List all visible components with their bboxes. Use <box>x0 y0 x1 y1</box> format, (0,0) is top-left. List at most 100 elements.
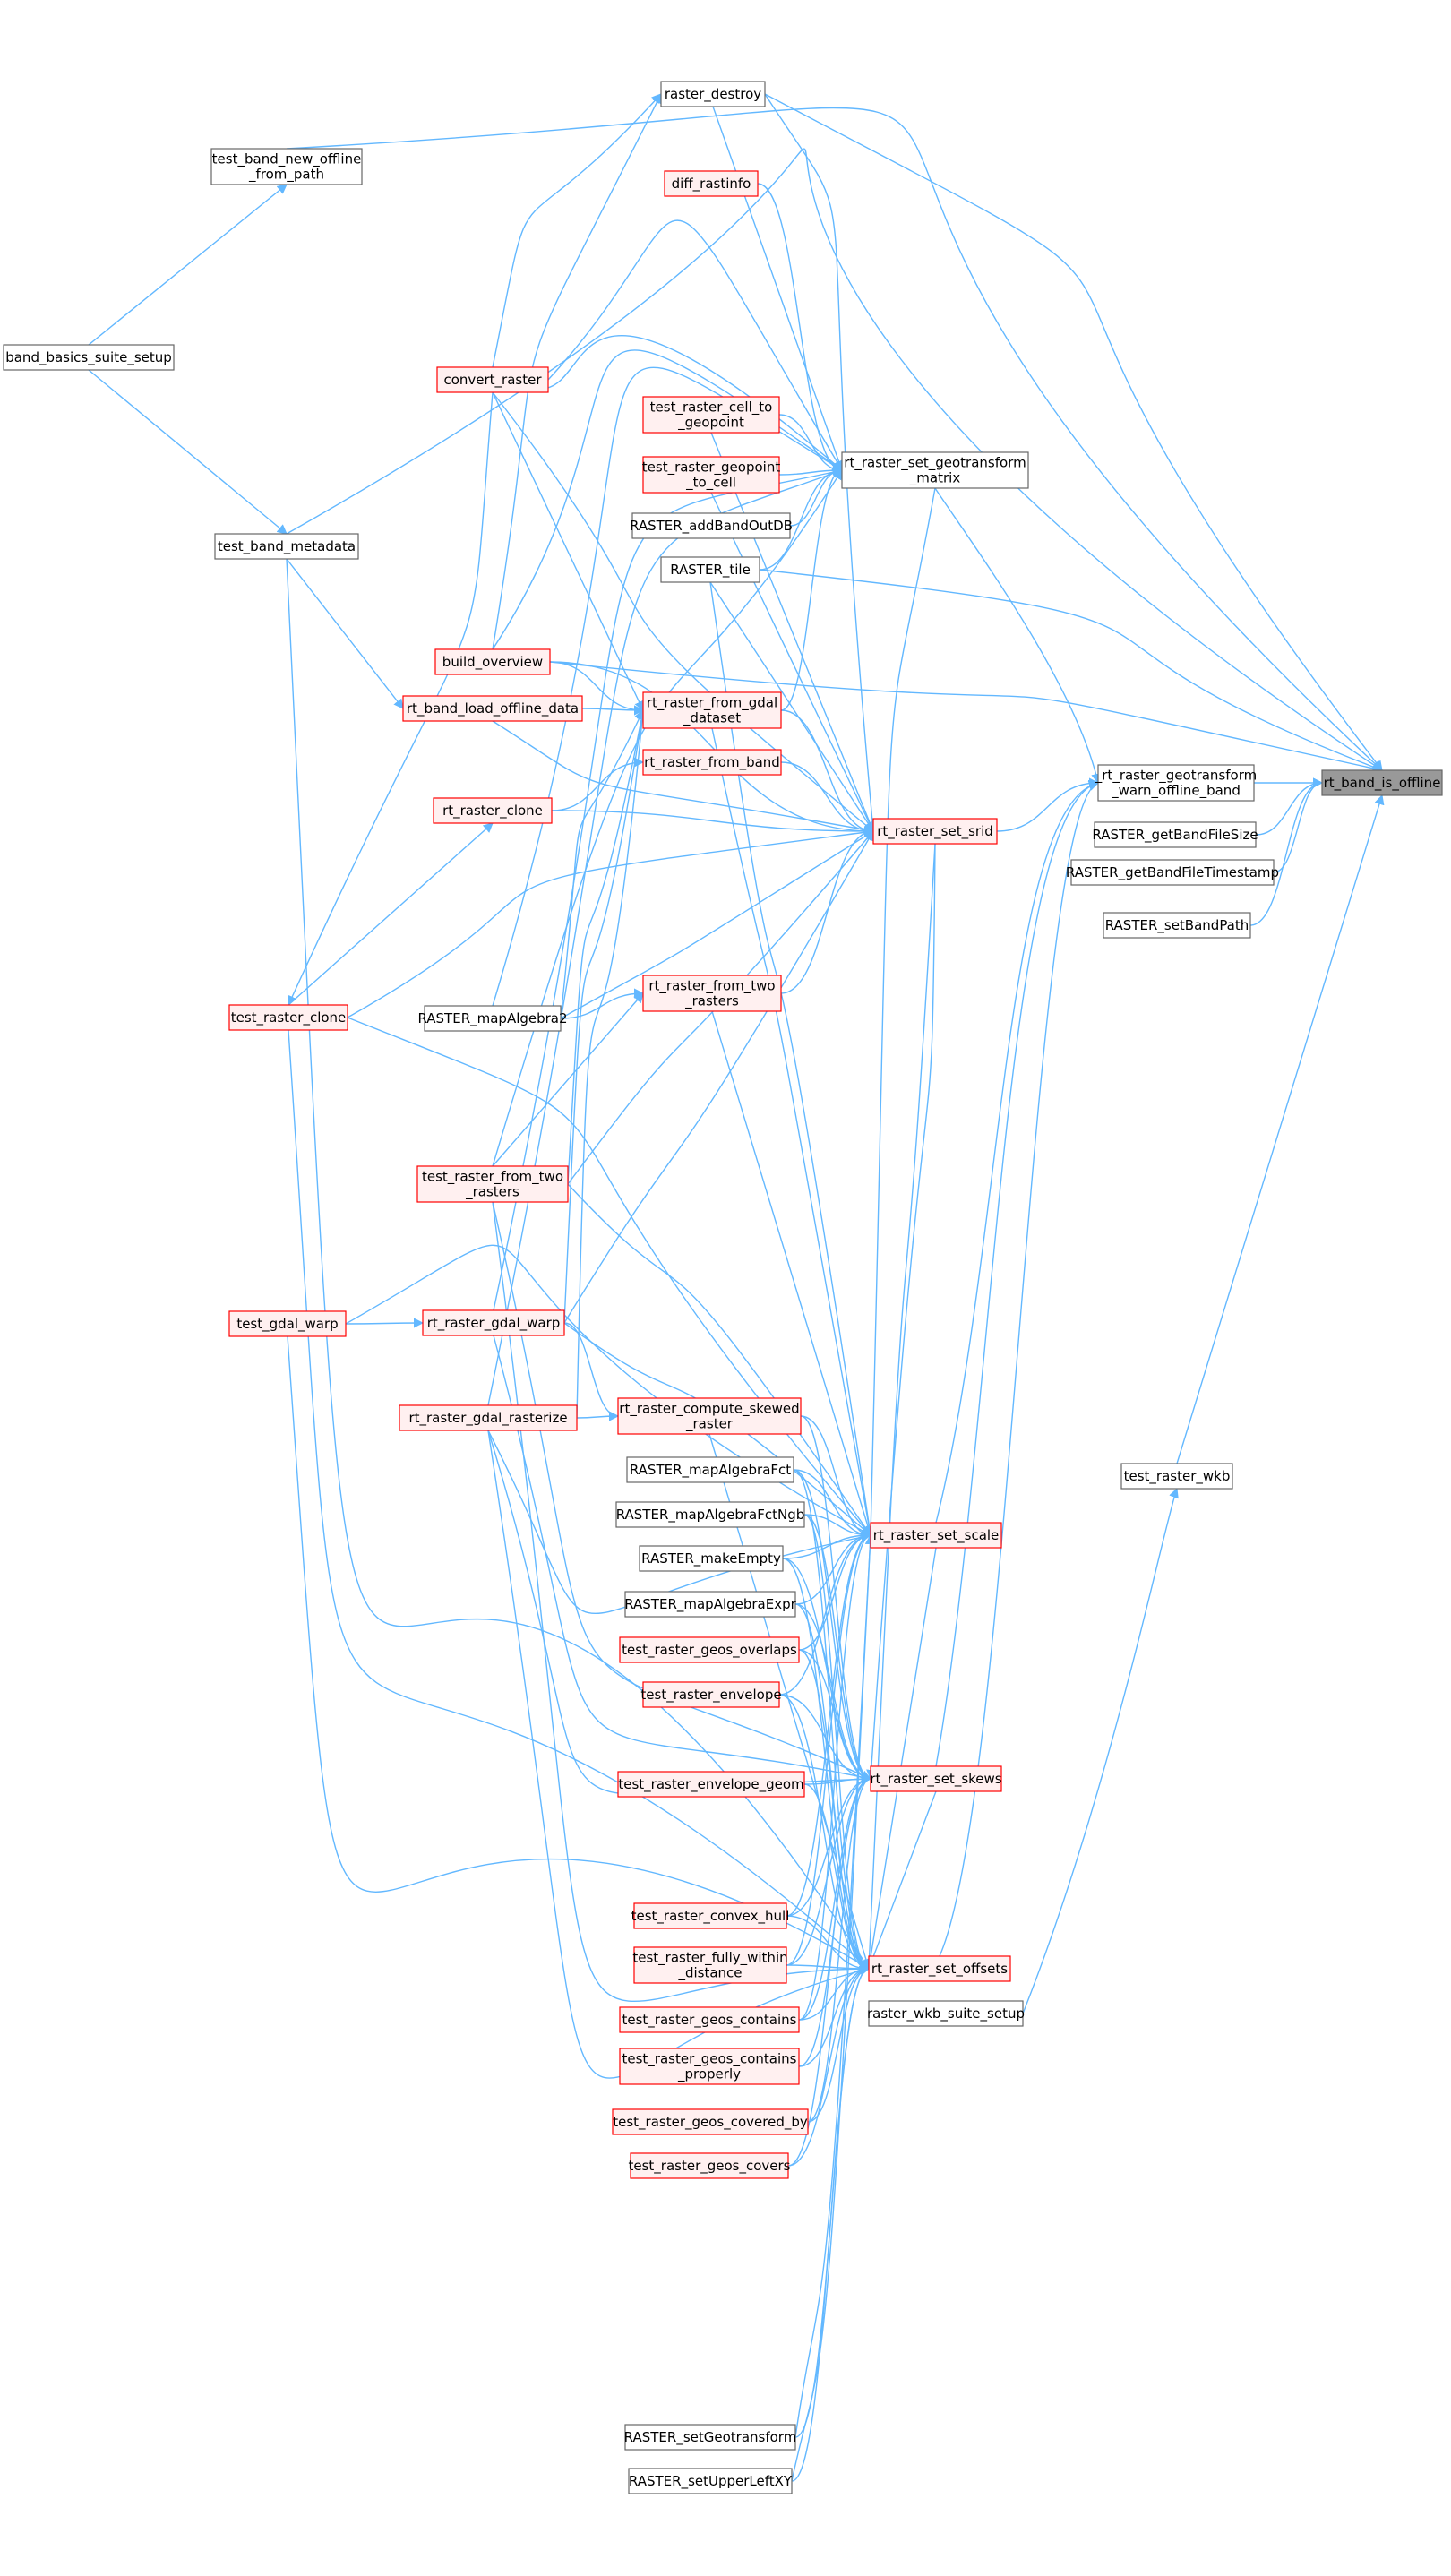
edge <box>865 1547 937 1971</box>
node-label: rt_raster_gdal_warp <box>427 1315 561 1332</box>
node-n35[interactable]: test_raster_geos_covers <box>628 2152 791 2179</box>
edge <box>782 1530 872 1559</box>
node-n31[interactable]: test_raster_fully_within_distance <box>632 1946 788 1984</box>
node-n4[interactable]: RASTER_getBandFileTimestamp <box>1066 859 1279 886</box>
node-n50[interactable]: rt_raster_gdal_rasterize <box>399 1404 578 1431</box>
node-box <box>1120 1463 1233 1490</box>
node-n18[interactable]: RASTER_tile <box>660 556 760 583</box>
node-n8[interactable]: rt_raster_set_geotransform_matrix <box>841 451 1029 489</box>
node-label: diff_rastinfo <box>672 176 751 193</box>
node-box <box>660 81 766 107</box>
edge <box>712 106 844 472</box>
node-n28[interactable]: test_raster_envelope <box>640 1681 782 1708</box>
node-n10[interactable]: rt_raster_set_scale <box>870 1522 1002 1549</box>
edge <box>807 1773 872 2123</box>
node-n36[interactable]: RASTER_setGeotransform <box>624 2424 797 2451</box>
node-n25[interactable]: RASTER_makeEmpty <box>639 1545 784 1572</box>
node-n13[interactable]: raster_destroy <box>660 81 766 107</box>
node-n44[interactable]: rt_raster_clone <box>433 797 553 824</box>
edge <box>487 468 844 1406</box>
node-label: _properly <box>677 2066 741 2083</box>
node-n26[interactable]: RASTER_mapAlgebraExpr <box>624 1591 797 1618</box>
node-n3[interactable]: RASTER_getBandFileSize <box>1092 821 1258 848</box>
node-label: _dataset <box>683 710 741 727</box>
node-n22[interactable]: rt_raster_compute_skewed_raster <box>617 1397 802 1435</box>
node-n39[interactable]: band_basics_suite_setup <box>3 344 175 371</box>
node-n30[interactable]: test_raster_convex_hull <box>631 1902 790 1929</box>
node-n5[interactable]: RASTER_setBandPath <box>1103 912 1251 939</box>
edge <box>791 1533 876 2482</box>
node-n40[interactable]: test_band_metadata <box>214 533 359 560</box>
node-box <box>639 1545 784 1572</box>
node-n6[interactable]: test_raster_wkb <box>1120 1463 1233 1490</box>
node-label: test_band_new_offline <box>212 151 362 168</box>
node-label: rt_raster_from_two <box>648 978 775 995</box>
node-label: test_band_metadata <box>218 538 356 555</box>
node-n11[interactable]: rt_raster_set_skews <box>870 1765 1002 1792</box>
node-n17[interactable]: RASTER_addBandOutDB <box>630 512 793 539</box>
node-n46[interactable]: test_raster_clone <box>228 1004 348 1031</box>
node-n41[interactable]: convert_raster <box>436 366 549 393</box>
node-n27[interactable]: test_raster_geos_overlaps <box>619 1636 800 1663</box>
edge <box>288 391 494 1007</box>
node-label: RASTER_mapAlgebraFctNgb <box>616 1507 805 1524</box>
node-n34[interactable]: test_raster_geos_covered_by <box>612 2108 809 2135</box>
node-n42[interactable]: build_overview <box>434 648 551 675</box>
node-box <box>228 1310 347 1337</box>
node-n12[interactable]: rt_raster_set_offsets <box>868 1955 1011 1982</box>
node-n37[interactable]: RASTER_setUpperLeftXY <box>628 2468 793 2494</box>
node-box <box>3 344 175 371</box>
edge <box>865 487 936 1537</box>
node-box <box>612 2108 809 2135</box>
node-box <box>619 2006 800 2033</box>
edge <box>867 1790 937 1971</box>
edge <box>780 826 875 994</box>
node-box <box>1097 764 1255 802</box>
edge <box>1022 1487 1179 2014</box>
edge <box>492 93 662 368</box>
edge <box>492 391 874 832</box>
node-label: rt_raster_clone <box>442 803 543 820</box>
edge <box>996 777 1100 832</box>
node-label: rt_raster_set_geotransform <box>844 455 1026 472</box>
edge <box>803 1783 871 1974</box>
node-n29[interactable]: test_raster_envelope_geom <box>617 1771 805 1798</box>
node-n23[interactable]: RASTER_mapAlgebraFct <box>626 1456 794 1483</box>
node-n1[interactable]: rt_band_is_offline <box>1321 769 1443 796</box>
node-label: band_basics_suite_setup <box>5 349 172 366</box>
node-label: rt_raster_compute_skewed <box>619 1401 799 1418</box>
node-n16[interactable]: test_raster_geopoint_to_cell <box>642 456 781 494</box>
node-n47[interactable]: test_raster_from_two_rasters <box>416 1165 569 1203</box>
edge <box>560 988 645 1019</box>
node-n21[interactable]: rt_raster_from_two_rasters <box>642 975 782 1012</box>
node-n33[interactable]: test_raster_geos_contains_properly <box>619 2048 800 2085</box>
node-n24[interactable]: RASTER_mapAlgebraFctNgb <box>615 1501 805 1528</box>
edge <box>1176 794 1385 1464</box>
node-box <box>870 1765 1002 1792</box>
edge <box>794 1603 871 1974</box>
node-n9[interactable]: rt_raster_set_srid <box>872 818 998 845</box>
node-n43[interactable]: rt_band_load_offline_data <box>402 695 583 722</box>
node-n48[interactable]: test_gdal_warp <box>228 1310 347 1337</box>
node-n7[interactable]: raster_wkb_suite_setup <box>867 2000 1025 2027</box>
node-label: test_raster_convex_hull <box>631 1908 790 1925</box>
node-n2[interactable]: _rt_raster_geotransform_warn_offline_ban… <box>1095 764 1257 802</box>
node-n15[interactable]: test_raster_cell_to_geopoint <box>642 396 780 434</box>
node-n38[interactable]: test_band_new_offline_from_path <box>210 148 363 185</box>
node-n45[interactable]: RASTER_mapAlgebra2 <box>417 1005 568 1032</box>
node-n49[interactable]: rt_raster_gdal_warp <box>422 1309 565 1336</box>
edge <box>288 1029 870 1970</box>
node-n32[interactable]: test_raster_geos_contains <box>619 2006 800 2033</box>
edge <box>786 1915 871 1974</box>
node-n14[interactable]: diff_rastinfo <box>664 170 759 197</box>
node-label: test_raster_from_two <box>422 1169 563 1186</box>
node-n20[interactable]: rt_raster_from_band <box>642 749 782 776</box>
edge <box>780 709 875 837</box>
edge <box>789 465 844 527</box>
node-box <box>633 1946 787 1984</box>
node-label: test_raster_geos_contains <box>622 2051 797 2068</box>
node-box <box>872 818 998 845</box>
node-n19[interactable]: rt_raster_from_gdal_dataset <box>642 691 782 729</box>
edge <box>800 1415 872 1784</box>
